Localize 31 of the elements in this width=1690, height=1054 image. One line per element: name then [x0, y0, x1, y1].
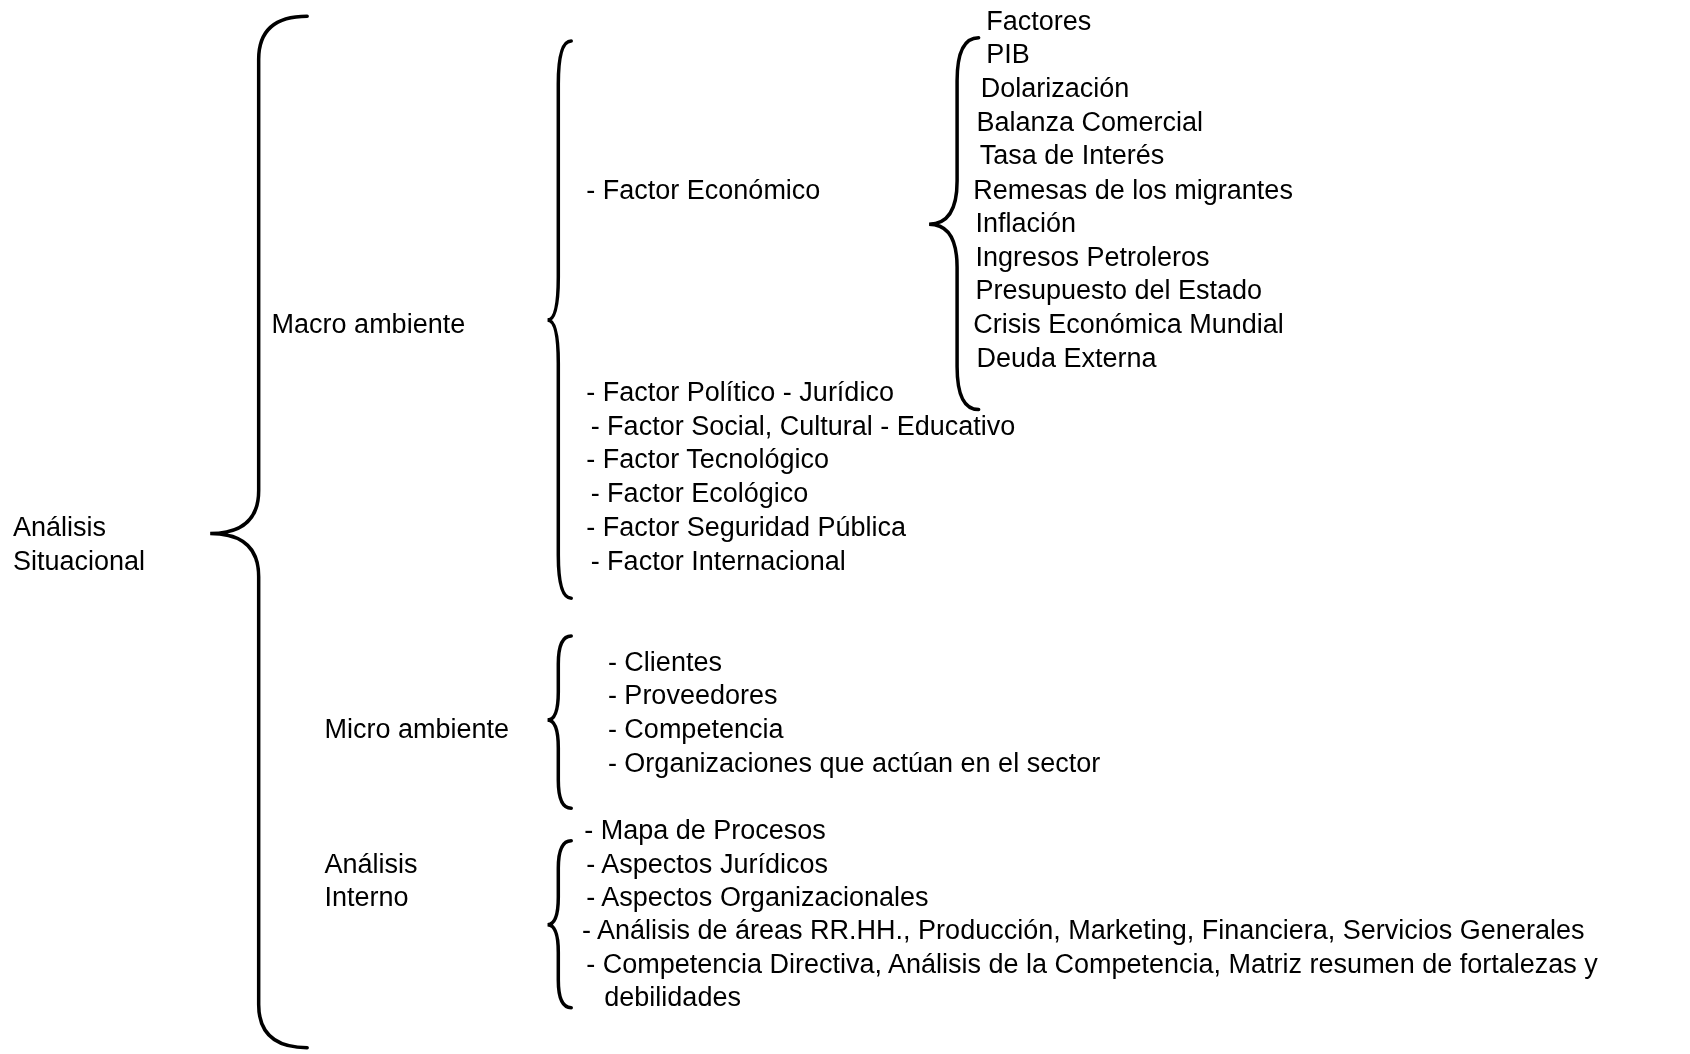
list-item: Ingresos Petroleros	[975, 240, 1210, 274]
list-item: PIB	[986, 38, 1030, 72]
list-item: Balanza Comercial	[976, 106, 1204, 140]
list-item: Dolarización	[980, 71, 1130, 105]
list-item: - Factor Seguridad Pública	[586, 511, 906, 545]
list-item: Presupuesto del Estado	[975, 274, 1263, 308]
list-item: - Aspectos Organizacionales	[586, 881, 929, 914]
list-item: - Factor Social, Cultural - Educativo	[590, 410, 1016, 443]
category-label: Macro ambiente	[271, 307, 466, 341]
list-item: - Aspectos Jurídicos	[586, 847, 828, 881]
category-label: Micro ambiente	[324, 712, 509, 746]
list-item: - Proveedores	[607, 679, 778, 713]
list-item: - Organizaciones que actúan en el sector	[607, 747, 1101, 781]
category-label: Análisis Situacional	[12, 511, 146, 578]
list-item: - Factor Ecológico	[590, 476, 809, 510]
list-item: - Análisis de áreas RR.HH., Producción, Marketing, Financiera, Servicios Generales	[582, 914, 1585, 948]
category-label: Análisis Interno	[324, 847, 419, 915]
list-item: - Factor Tecnológico	[586, 443, 829, 477]
list-item: Remesas de los migrantes	[973, 173, 1293, 207]
heading: Factores	[986, 4, 1092, 38]
list-item: Tasa de Interés	[979, 139, 1165, 173]
list-item: - Factor Económico	[586, 173, 821, 207]
list-item: - Factor Político - Jurídico	[586, 375, 894, 409]
list-item: Deuda Externa	[976, 342, 1157, 376]
list-item: - Mapa de Procesos	[584, 814, 826, 848]
list-item: - Clientes	[607, 646, 722, 680]
list-item: - Competencia Directiva, Análisis de la Competencia, Matriz resumen de fortalezas y debilidades	[586, 947, 1599, 1015]
list-item: - Factor Internacional	[590, 544, 846, 578]
list-item: - Competencia	[607, 712, 784, 746]
list-item: Inflación	[975, 207, 1076, 241]
list-item: Crisis Económica Mundial	[973, 307, 1284, 341]
